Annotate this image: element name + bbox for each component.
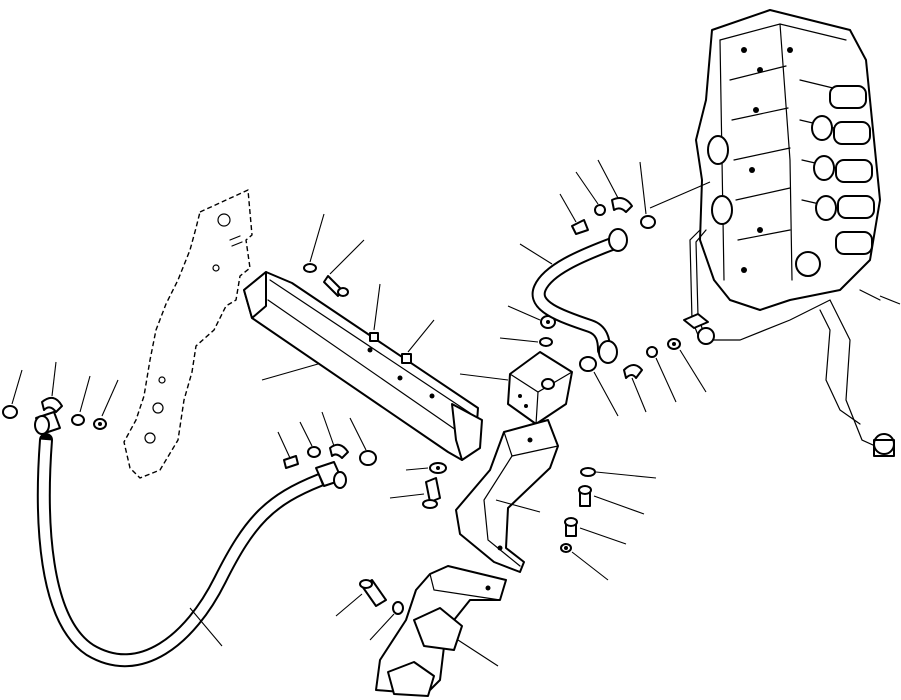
base-bracket — [375, 565, 507, 697]
crossmember-bolt — [303, 263, 349, 297]
callout-elbow-tube — [519, 243, 553, 265]
callout-leaders — [11, 159, 901, 667]
callout-hose-washer-left — [79, 375, 91, 413]
callout-bracket-right-bolt-1 — [593, 495, 645, 515]
frame-plate — [123, 189, 253, 479]
callout-hose-clamp-left — [51, 361, 57, 397]
callout-crossmember — [261, 363, 319, 381]
callout-base-bracket — [457, 639, 499, 667]
callout-lower-clamp — [631, 377, 647, 413]
bracket-hardware-right — [560, 467, 596, 553]
callout-elbow-oring — [639, 161, 647, 215]
callout-clamp-oring — [349, 417, 367, 451]
callout-junction-block — [459, 373, 509, 381]
callout-lower-bolt — [679, 349, 707, 393]
support-bracket — [455, 419, 559, 573]
callout-bracket-bolt — [389, 493, 425, 499]
callout-bracket-right-bolt-2 — [579, 527, 627, 545]
junction-block — [507, 351, 573, 425]
callout-crossmember-dowel-2 — [407, 319, 435, 353]
callout-clamp-half — [321, 411, 335, 447]
callout-clamp-washer — [299, 421, 313, 447]
callout-block-plug — [507, 305, 541, 321]
bracket-bolt-group — [422, 462, 447, 509]
callout-valve-pipe — [649, 181, 711, 209]
elbow-fittings-lower — [579, 338, 681, 379]
callout-bracket-washer — [405, 467, 429, 471]
callout-elbow-washer — [575, 171, 599, 205]
base-bolt — [359, 579, 404, 615]
hose-fittings-left — [2, 396, 107, 430]
callout-base-bolt — [335, 593, 363, 617]
clamp-group-middle — [283, 443, 377, 469]
callout-hose-bolt-left — [101, 379, 119, 417]
elbow-tube — [531, 228, 628, 364]
callout-valve-connector — [879, 295, 901, 305]
callout-clamp-bolt — [277, 431, 291, 459]
callout-crossmember-dowel-1 — [373, 283, 381, 331]
callout-crossmember-bolt — [309, 213, 325, 263]
callout-support-bracket — [495, 499, 541, 513]
callout-base-washer — [369, 613, 395, 641]
cross-member — [243, 271, 483, 461]
control-valve-assembly — [683, 9, 895, 457]
callout-bracket-right-washer — [595, 471, 657, 479]
flexible-hose — [34, 411, 347, 668]
callout-block-oring — [499, 337, 539, 343]
block-plug — [539, 315, 556, 347]
elbow-fittings-upper — [571, 197, 656, 235]
callout-lower-oring — [593, 371, 619, 417]
callout-hose-oring-left — [11, 369, 23, 405]
callout-lower-washer — [655, 357, 677, 403]
callout-elbow-bolt — [559, 193, 577, 223]
callout-elbow-clamp — [597, 159, 619, 199]
callout-crossmember-washer — [329, 239, 365, 275]
callout-bracket-right-nut — [571, 551, 609, 581]
callout-hose-assembly — [189, 607, 223, 647]
